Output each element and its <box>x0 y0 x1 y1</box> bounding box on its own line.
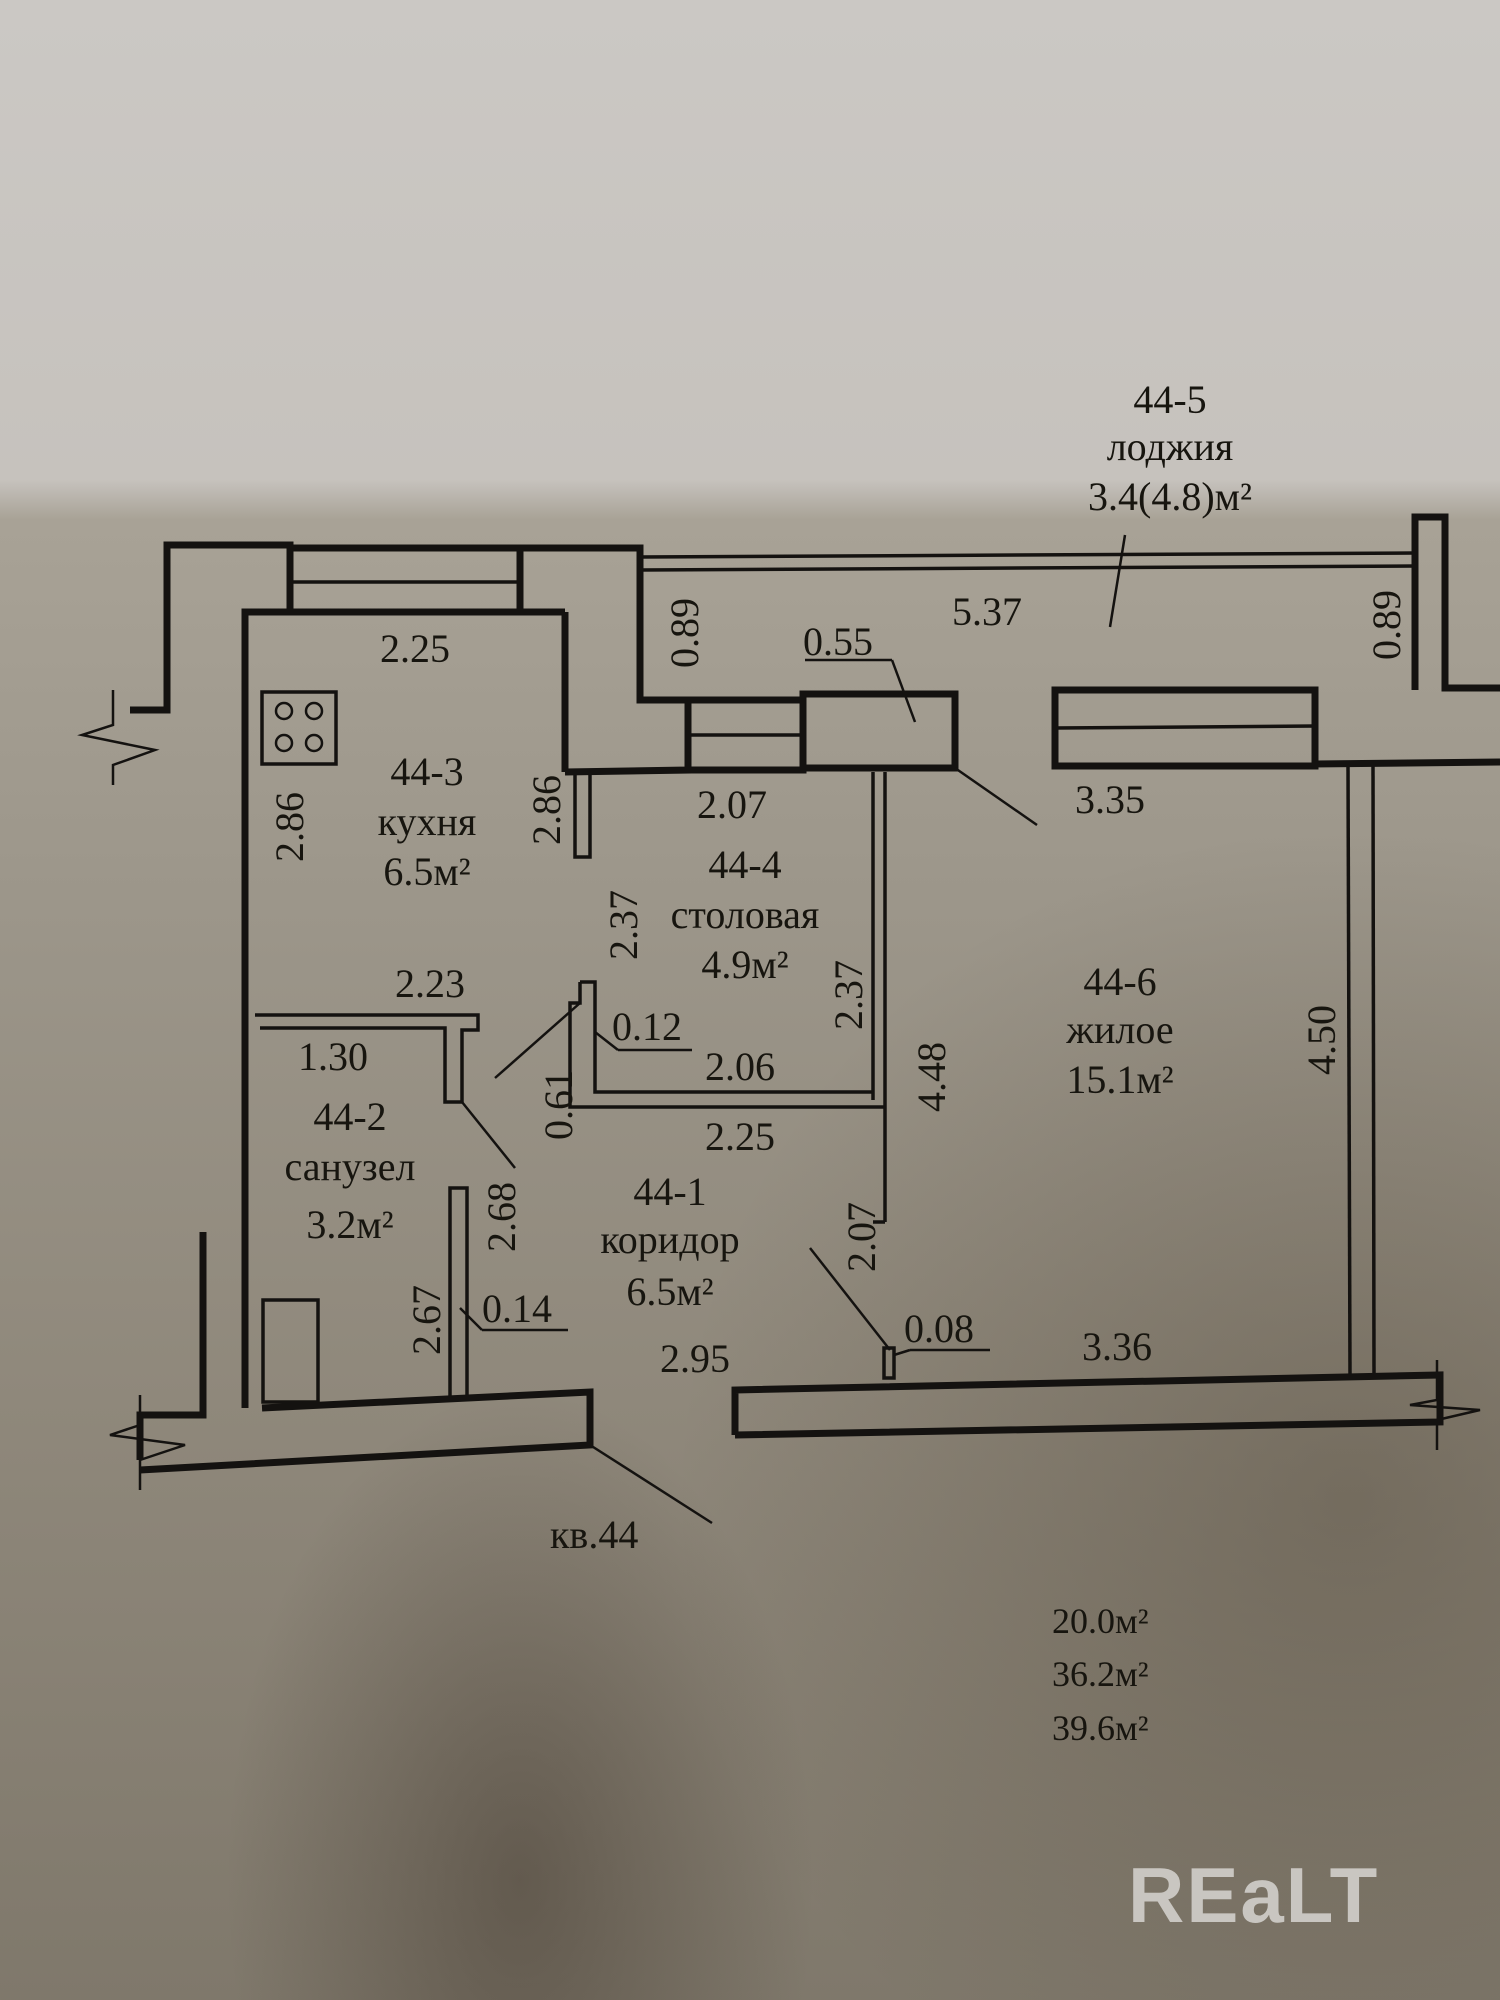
room-label-44-6: 44-6 жилое 15.1м² <box>1065 959 1173 1102</box>
dining-window-pier <box>564 700 692 776</box>
dim-kitchen-width: 2.25 <box>380 626 450 671</box>
total-area-with-loggia: 39.6м² <box>1052 1708 1149 1748</box>
stove-icon <box>260 690 338 766</box>
room-area: 3.4(4.8)м² <box>1088 474 1252 519</box>
dim-loggia-depth-left: 0.89 <box>662 598 707 668</box>
dim-door-gap: 0.61 <box>536 1070 581 1140</box>
outer-wall-left-upper <box>130 541 294 1408</box>
room-area: 3.2м² <box>306 1202 393 1247</box>
dim-bath-lower: 2.67 <box>404 1285 449 1355</box>
break-symbol-left-bottom <box>109 1395 186 1490</box>
break-symbol-right <box>1409 1360 1481 1450</box>
room-label-44-5: 44-5 лоджия 3.4(4.8)м² <box>1088 377 1252 519</box>
dim-kitchen-right: 2.86 <box>524 775 569 845</box>
dim-living-left: 4.48 <box>909 1042 954 1112</box>
living-window-pane <box>1054 724 1316 730</box>
bottom-wall-left <box>139 1388 594 1474</box>
dim-dining-right: 2.37 <box>826 960 871 1030</box>
room-label-44-2: 44-2 санузел 3.2м² <box>285 1094 416 1247</box>
dim-living-top: 3.35 <box>1075 777 1145 822</box>
dim-bath-width: 1.30 <box>298 1034 368 1079</box>
dim-kitchen-left: 2.86 <box>267 792 312 862</box>
room-area: 6.5м² <box>383 849 470 894</box>
room-id: 44-3 <box>390 749 463 794</box>
apartment-label: кв.44 <box>550 1512 638 1557</box>
living-right-pier <box>1311 690 1500 768</box>
bath-fixture <box>261 1298 320 1404</box>
dim-stub: 0.08 <box>904 1306 974 1351</box>
walls <box>130 513 1500 1474</box>
room-name: коридор <box>600 1217 739 1262</box>
room-id: 44-6 <box>1083 959 1156 1004</box>
loggia-rail-outer <box>639 551 1416 559</box>
loggia-rail-inner <box>639 564 1416 572</box>
total-area: 36.2м² <box>1052 1654 1149 1694</box>
room-id: 44-5 <box>1133 377 1206 422</box>
room-name: лоджия <box>1107 424 1234 469</box>
outer-wall-left-lower <box>136 1232 207 1460</box>
room-name: жилое <box>1065 1007 1173 1052</box>
dim-loggia-length: 5.37 <box>952 589 1022 634</box>
room-label-44-3: 44-3 кухня 6.5м² <box>378 749 477 894</box>
bottom-wall-right <box>731 1371 1444 1439</box>
loggia-right-post <box>1411 513 1500 692</box>
corridor-stub <box>882 1346 896 1380</box>
room-name: столовая <box>671 892 820 937</box>
dim-niche: 0.12 <box>612 1004 682 1049</box>
living-right-wall-inner <box>1346 765 1352 1376</box>
dim-dining-bottom: 2.06 <box>705 1044 775 1089</box>
room-id: 44-4 <box>708 842 781 887</box>
area-totals: 20.0м² 36.2м² 39.6м² <box>1052 1601 1149 1748</box>
vent-block <box>799 690 959 772</box>
dim-dining-top: 2.07 <box>697 782 767 827</box>
dim-vent: 0.55 <box>803 619 873 664</box>
dim-living-bottom: 3.36 <box>1082 1324 1152 1369</box>
room-area: 4.9м² <box>701 942 788 987</box>
dim-bath-right: 2.68 <box>479 1182 524 1252</box>
realt-watermark-logo: REaLT <box>1128 1851 1380 1939</box>
dim-loggia-depth-right: 0.89 <box>1364 590 1409 660</box>
room-area: 6.5м² <box>626 1269 713 1314</box>
bathroom-top-wall <box>255 1013 480 1104</box>
dim-dining-left: 2.37 <box>601 890 646 960</box>
dim-living-right: 4.50 <box>1299 1005 1344 1075</box>
room-label-44-1: 44-1 коридор 6.5м² <box>600 1169 739 1314</box>
dim-corridor-top: 2.25 <box>705 1114 775 1159</box>
room-area: 15.1м² <box>1066 1057 1173 1102</box>
room-name: санузел <box>285 1144 416 1189</box>
dim-partition: 0.14 <box>482 1286 552 1331</box>
bathroom-partition <box>448 1186 469 1400</box>
dim-corridor-bottom: 2.95 <box>660 1336 730 1381</box>
room-id: 44-2 <box>313 1094 386 1139</box>
room-id: 44-1 <box>633 1169 706 1214</box>
break-symbol-left-top <box>77 690 160 785</box>
dining-bottom-partition <box>580 980 873 1094</box>
total-living-area: 20.0м² <box>1052 1601 1149 1641</box>
room-name: кухня <box>378 799 477 844</box>
corridor-top-partition <box>568 982 885 1109</box>
living-right-wall-outer <box>1371 765 1376 1376</box>
wall-breaks <box>77 690 1481 1490</box>
dim-corridor-right: 2.07 <box>839 1202 884 1272</box>
room-label-44-4: 44-4 столовая 4.9м² <box>671 842 820 987</box>
leader-lines <box>459 534 1127 1525</box>
dim-bath-top: 2.23 <box>395 961 465 1006</box>
dimension-labels: 2.25 2.86 2.86 2.07 2.37 2.37 2.06 0.12 … <box>267 589 1409 1381</box>
kitchen-partition-stub <box>573 770 592 859</box>
